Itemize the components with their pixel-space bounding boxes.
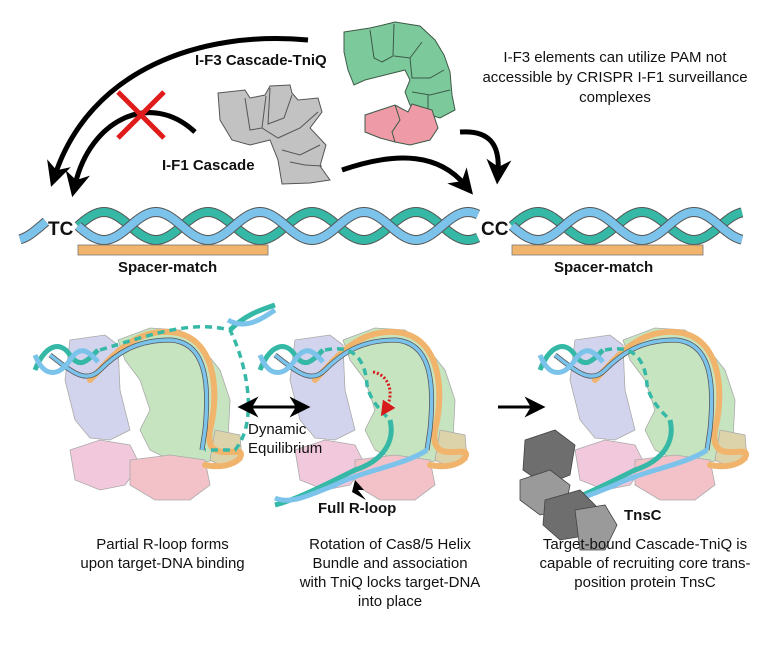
target-strand: [273, 338, 434, 451]
full-rloop-pointer-icon: [352, 480, 366, 500]
dna-duplex-end: [32, 348, 100, 375]
crrna: [312, 328, 469, 470]
pam-note-line: I-F3 elements can utilize PAM not: [503, 49, 727, 66]
dna-strand: [509, 207, 743, 245]
step1-caption: Partial R-loop forms upon target-DNA bin…: [60, 535, 265, 573]
pam-cc-label: CC: [481, 219, 509, 240]
tnsc-heptamer: [519, 429, 618, 551]
dna-strand: [75, 207, 480, 245]
target-strand: [553, 338, 714, 451]
dna-strand: [75, 207, 480, 245]
crrna: [592, 328, 749, 470]
tniq-lobe: [69, 439, 141, 491]
pam-note: I-F3 elements can utilize PAM not access…: [475, 48, 755, 108]
tnsc-label: TnsC: [624, 507, 662, 524]
if3-cascade-tniq-complex: [343, 21, 456, 146]
cascade-tniq-rloop-complex-partial: [32, 302, 277, 501]
cascade-tniq-rloop-complex-full: [257, 327, 469, 508]
spacer-match-bar-left: [77, 244, 269, 256]
dna-strand: [509, 207, 743, 245]
dna-duplex-end: [226, 307, 277, 327]
target-dna-helix: [18, 206, 744, 246]
cascade-tniq-rloop-complex-tnsc: [519, 327, 749, 551]
if3-to-tc-arrow: [47, 36, 309, 187]
caption-line: capable of recruiting core trans-: [539, 555, 751, 572]
dna-duplex-end: [228, 302, 276, 332]
rotation-arrow: [372, 370, 396, 417]
dna-duplex-exit: [273, 447, 429, 503]
if3-cascade-tniq-label: I-F3 Cascade-TniQ: [195, 52, 327, 69]
dynamic-equilibrium-line: Equilibrium: [248, 440, 323, 457]
caption-line: Rotation of Cas8/5 Helix: [309, 536, 471, 553]
dna-duplex-end: [257, 344, 325, 371]
dna-duplex-end: [537, 344, 605, 371]
if1-to-cc-arrow: [341, 155, 474, 195]
pam-tc-label: TC: [48, 219, 74, 240]
blocked-x-icon: [116, 90, 166, 140]
nontarget-strand-dashed: [324, 347, 392, 422]
dynamic-equilibrium-line: Dynamic: [248, 421, 307, 438]
dna-duplex-end: [32, 344, 100, 371]
full-rloop-label: Full R-loop: [318, 500, 397, 517]
tnsc-subunit: [522, 429, 576, 486]
caption-line: with TniQ locks target-DNA: [299, 574, 481, 591]
spacer-match-bar-right: [511, 244, 704, 256]
dna-strand: [18, 218, 49, 244]
step3-caption: Target-bound Cascade-TniQ is capable of …: [525, 535, 765, 592]
caption-line: position protein TnsC: [574, 574, 716, 591]
nontarget-strand-dashed: [604, 347, 672, 422]
if1-cascade-label: I-F1 Cascade: [162, 157, 255, 174]
caption-line: Bundle and association: [312, 555, 468, 572]
spacer-match-label-left: Spacer-match: [118, 259, 218, 276]
caption-line: into place: [357, 593, 423, 610]
if1-cascade-complex: [217, 84, 331, 185]
caption-line: upon target-DNA binding: [80, 555, 245, 572]
pam-note-line: accessible by CRISPR I-F1 surveillance: [482, 69, 748, 86]
tniq-lobe: [129, 454, 211, 501]
target-strand: [48, 338, 209, 451]
tniq-lobe: [634, 454, 716, 501]
if3-to-cc-arrow: [459, 129, 512, 185]
dna-duplex-end: [257, 348, 325, 375]
dynamic-equilibrium-label: Dynamic Equilibrium: [248, 420, 322, 458]
if1-to-tc-arrow: [65, 110, 197, 198]
nontarget-strand-dashed: [99, 325, 251, 452]
caption-line: Target-bound Cascade-TniQ is: [542, 536, 748, 553]
spacer-match-label-right: Spacer-match: [554, 259, 654, 276]
crrna: [87, 328, 244, 470]
dna-duplex-end: [537, 348, 605, 375]
caption-line: Partial R-loop forms: [96, 536, 229, 553]
tnsc-subunit: [574, 504, 618, 551]
pam-note-line: complexes: [579, 89, 651, 106]
step2-caption: Rotation of Cas8/5 Helix Bundle and asso…: [285, 535, 495, 611]
